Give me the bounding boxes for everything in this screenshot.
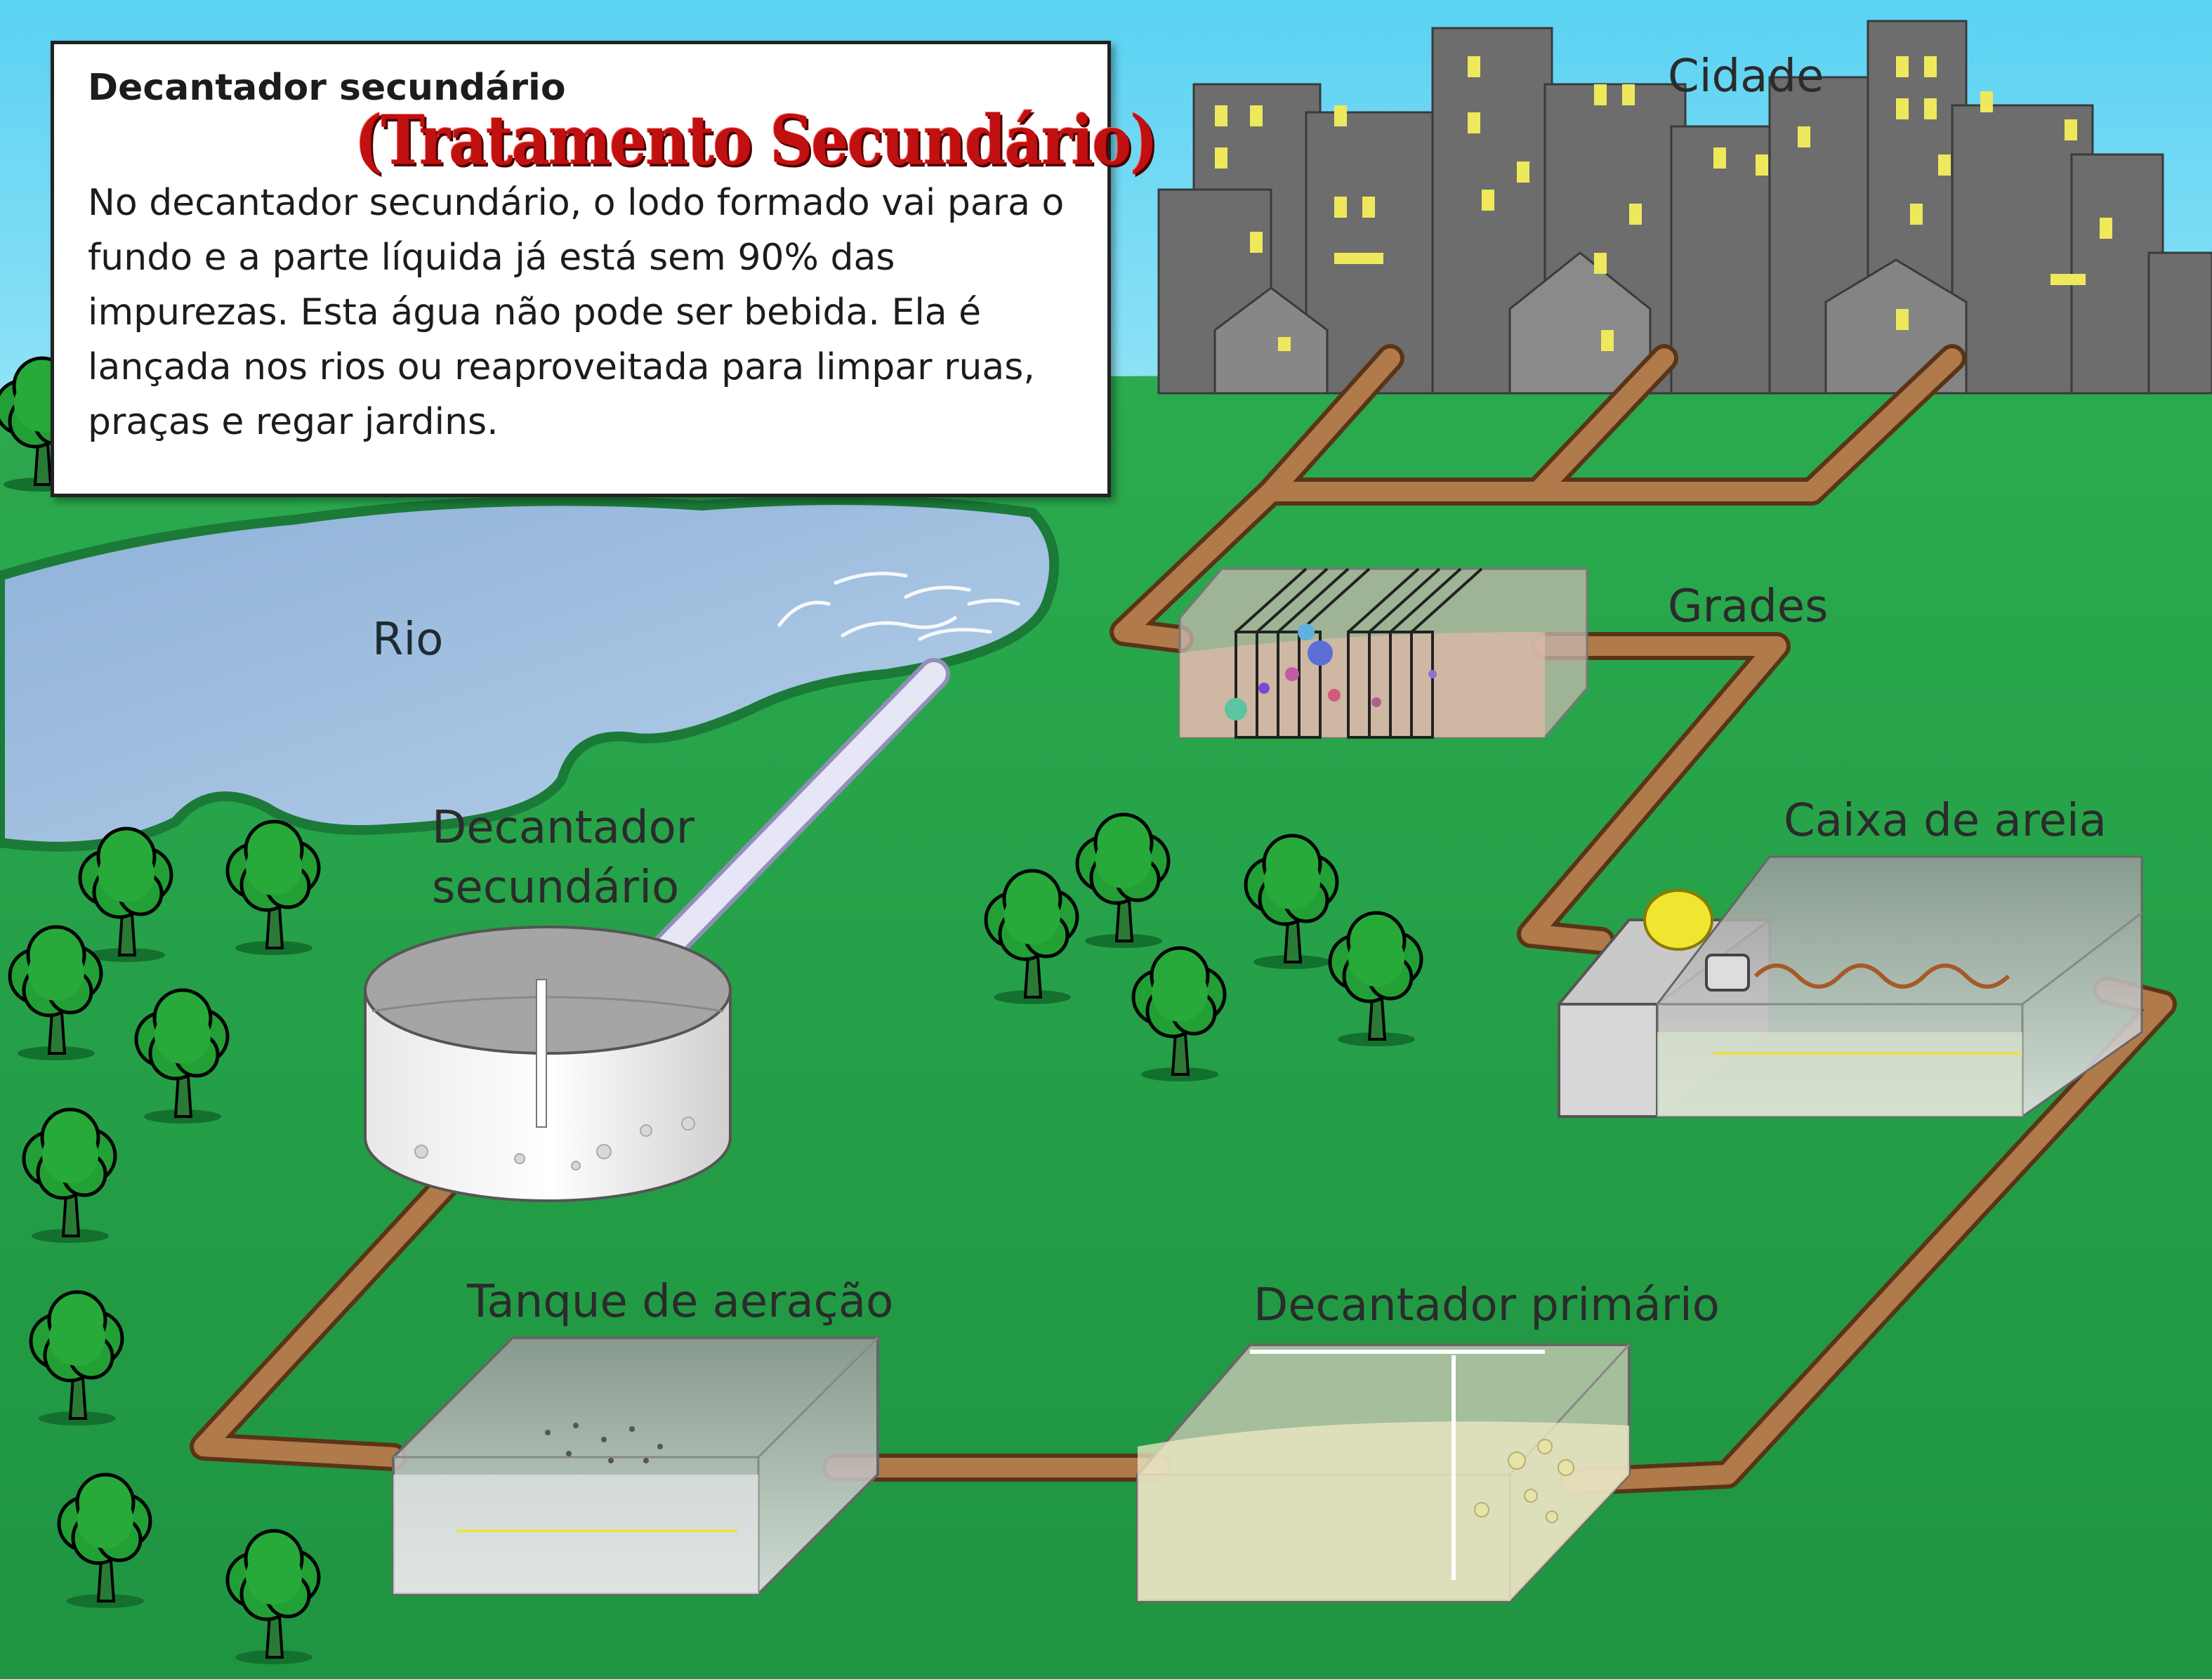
info-title: Decantador secundário xyxy=(88,67,566,109)
label-cidade: Cidade xyxy=(1668,51,1824,103)
city-windows xyxy=(1215,56,2112,351)
label-decantador-primario: Decantador primário xyxy=(1253,1279,1720,1331)
river-ripples xyxy=(777,572,1020,641)
label-decantador-secundario-2: secundário xyxy=(432,862,679,914)
label-grades: Grades xyxy=(1668,581,1828,633)
secondary-clarifier xyxy=(364,926,732,1202)
aeration-tank xyxy=(392,1336,879,1595)
info-panel: Decantador secundário No decantador secu… xyxy=(51,41,1111,497)
label-caixa-de-areia: Caixa de areia xyxy=(1784,795,2107,847)
grades-tank xyxy=(1178,567,1588,739)
label-rio: Rio xyxy=(372,614,443,666)
label-decantador-secundario-1: Decantador xyxy=(432,802,695,854)
sand-box xyxy=(1558,855,2143,1119)
label-tanque-de-aeracao: Tanque de aeração xyxy=(466,1276,893,1328)
info-body: No decantador secundário, o lodo formado… xyxy=(88,182,1065,444)
primary-clarifier xyxy=(1136,1343,1631,1602)
river xyxy=(0,495,1060,852)
overlay-title: (Tratamento Secundário) xyxy=(355,100,1158,180)
